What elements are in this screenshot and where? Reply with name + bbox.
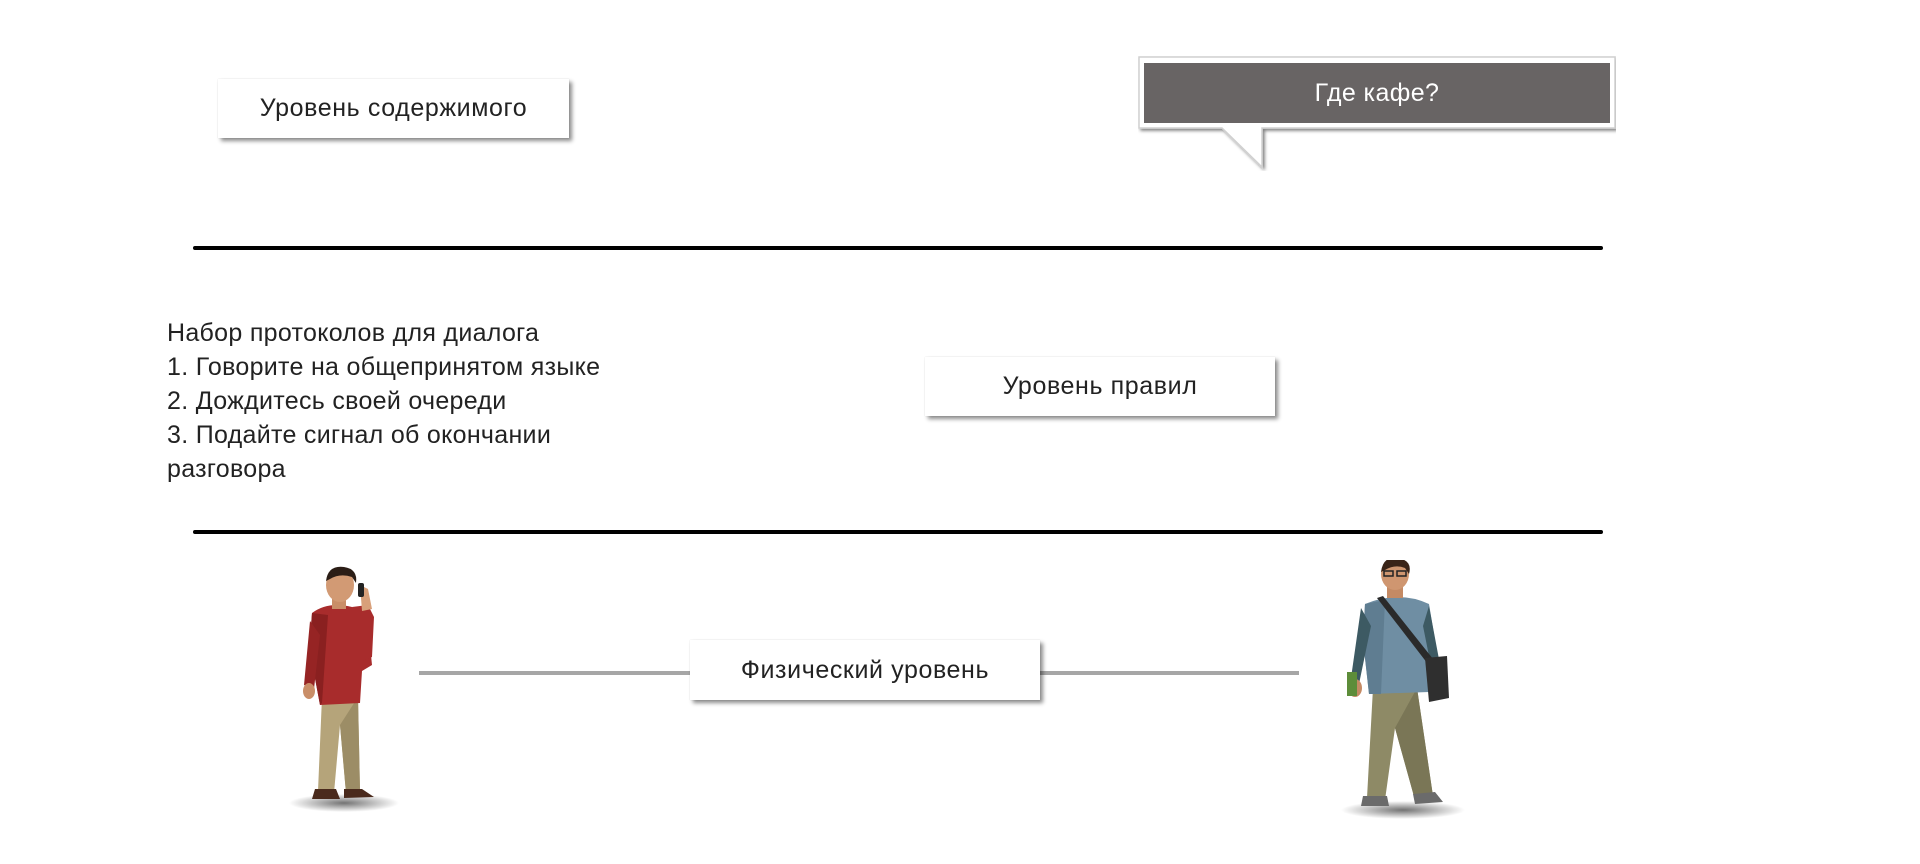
physical-link-line-right (1040, 671, 1299, 675)
protocol-rule-item: 2. Дождитесь своей очереди (167, 387, 507, 415)
protocol-rules-list: Набор протоколов для диалога 1. Говорите… (167, 316, 647, 486)
content-layer-label: Уровень содержимого (218, 79, 569, 138)
layer-divider-top (193, 246, 1603, 250)
rules-layer-label: Уровень правил (925, 357, 1275, 416)
physical-layer-label: Физический уровень (690, 640, 1040, 700)
physical-link-line-left (419, 671, 690, 675)
protocol-rule-item: 3. Подайте сигнал об окончании разговора (167, 421, 552, 483)
layer-divider-bottom (193, 530, 1603, 534)
protocol-rules-heading: Набор протоколов для диалога (167, 319, 540, 347)
speech-bubble-text: Где кафе? (1314, 78, 1440, 107)
person-on-phone-illustration (289, 566, 399, 812)
student-with-bag-illustration (1341, 560, 1465, 819)
protocol-rule-item: 1. Говорите на общепринятом языке (167, 353, 601, 381)
speech-bubble (1138, 56, 1616, 169)
